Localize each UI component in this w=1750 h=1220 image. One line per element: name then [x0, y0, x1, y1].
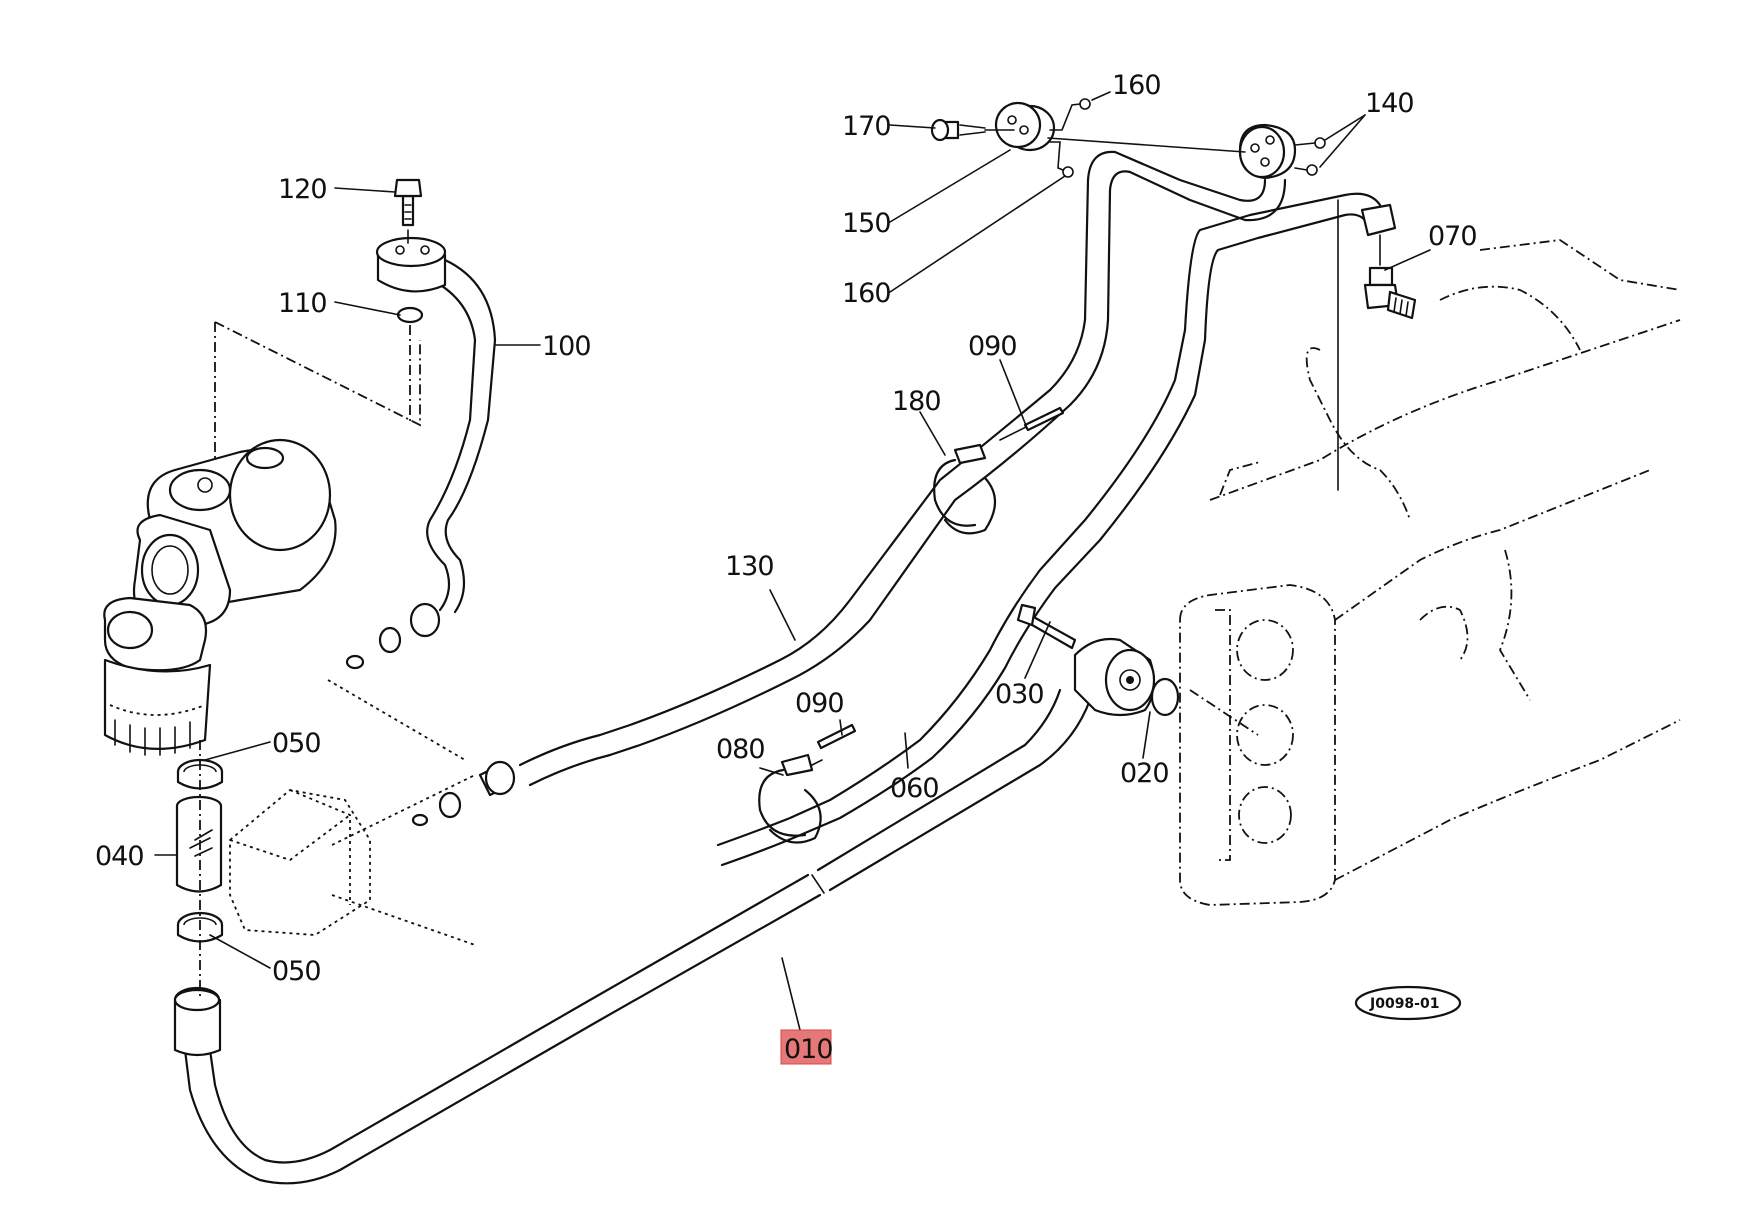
figure-code-badge: J0098-01 — [1354, 985, 1462, 1021]
bracket-150 — [930, 98, 1326, 178]
callout-180[interactable]: 180 — [892, 386, 942, 417]
callout-160-upper[interactable]: 160 — [1112, 70, 1162, 101]
pipe-100 — [345, 178, 497, 670]
callout-060[interactable]: 060 — [890, 773, 940, 804]
callout-130[interactable]: 130 — [725, 551, 775, 582]
power-steering-unit — [103, 321, 421, 756]
callout-160-lower[interactable]: 160 — [842, 278, 892, 309]
callout-090-upper[interactable]: 090 — [968, 331, 1018, 362]
callout-080[interactable]: 080 — [716, 734, 766, 765]
valve-block — [229, 679, 476, 946]
pipe-060 — [716, 192, 1417, 867]
callout-050-upper[interactable]: 050 — [272, 728, 322, 759]
callout-100[interactable]: 100 — [542, 331, 592, 362]
callout-labels: 120 110 100 050 040 050 170 150 160 160 … — [95, 70, 1478, 1065]
callout-070[interactable]: 070 — [1428, 221, 1478, 252]
filter-assembly-040 — [175, 740, 224, 1000]
callout-110[interactable]: 110 — [278, 288, 328, 319]
callout-010-highlight — [780, 1029, 832, 1065]
callout-120[interactable]: 120 — [278, 174, 328, 205]
callout-090-lower[interactable]: 090 — [795, 688, 845, 719]
callout-050-lower[interactable]: 050 — [272, 956, 322, 987]
callout-150[interactable]: 150 — [842, 208, 892, 239]
figure-code: J0098-01 — [1369, 996, 1439, 1012]
leader-lines — [154, 91, 1431, 1031]
callout-020[interactable]: 020 — [1120, 758, 1170, 789]
callout-040[interactable]: 040 — [95, 841, 145, 872]
suction-hose-010 — [173, 603, 1180, 1185]
callout-010[interactable]: 010 — [784, 1034, 834, 1065]
hose-clamp-180 — [933, 406, 1065, 535]
transmission-housing — [1179, 239, 1681, 906]
callout-140[interactable]: 140 — [1365, 88, 1415, 119]
callout-170[interactable]: 170 — [842, 111, 892, 142]
callout-030[interactable]: 030 — [995, 679, 1045, 710]
